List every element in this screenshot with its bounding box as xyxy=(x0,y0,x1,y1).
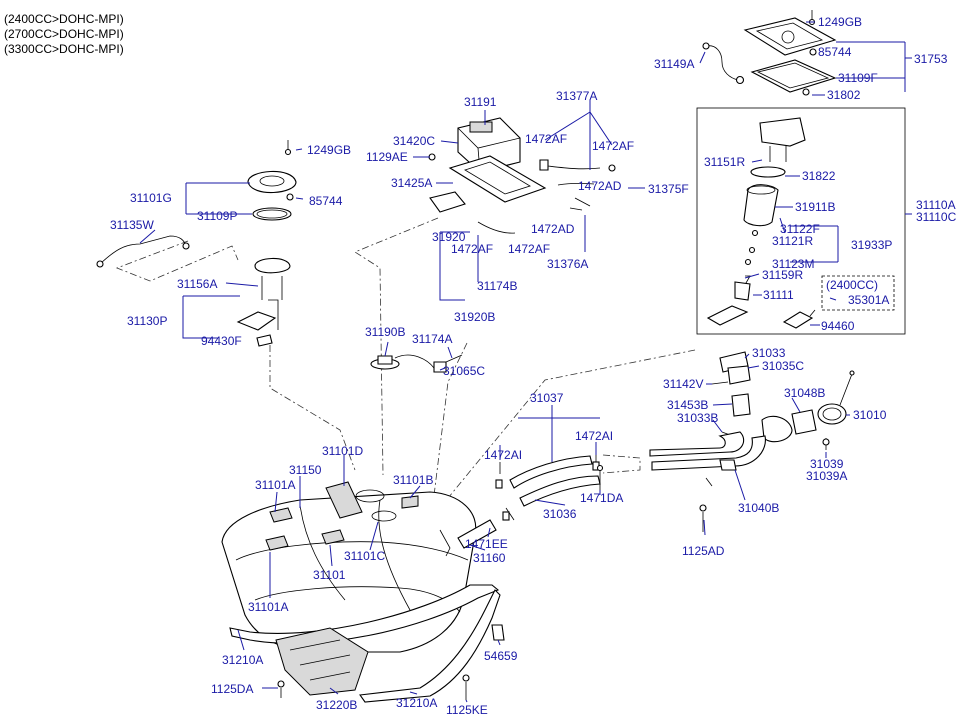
label-1472AI-a: 1472AI xyxy=(484,448,522,462)
label-1472AF-d: 1472AF xyxy=(508,242,550,256)
label-31142V: 31142V xyxy=(663,377,703,391)
vent-valve-group xyxy=(370,354,463,373)
label-31101B: 31101B xyxy=(393,473,433,487)
label-31037: 31037 xyxy=(530,391,564,405)
label-31101D: 31101D xyxy=(322,444,363,458)
label-1249GB-top: 1249GB xyxy=(818,15,862,29)
leader-lines xyxy=(139,21,850,703)
pump-module-frame xyxy=(696,107,906,335)
label-31110C: 31110C xyxy=(916,210,957,224)
label-1472AD-a: 1472AD xyxy=(578,179,622,193)
callout-brackets xyxy=(182,41,912,462)
label-31035C: 31035C xyxy=(762,359,804,373)
label-94460: 94460 xyxy=(821,319,855,333)
label-94430F: 94430F xyxy=(201,334,242,348)
label-1471DA: 1471DA xyxy=(580,491,623,505)
canister-group xyxy=(428,117,616,234)
label-1472AF-b: 1472AF xyxy=(592,139,634,153)
label-31210A-bottom: 31210A xyxy=(396,696,437,710)
label-31376A: 31376A xyxy=(547,257,588,271)
header-line-2: (2700CC>DOHC-MPI) xyxy=(4,27,124,41)
label-31911B: 31911B xyxy=(795,200,835,214)
label-31160: 31160 xyxy=(473,551,506,565)
label-1129AE: 1129AE xyxy=(366,150,408,164)
label-31933P: 31933P xyxy=(851,238,892,252)
label-35301A: 35301A xyxy=(848,293,889,307)
label-31174A: 31174A xyxy=(412,332,452,346)
label-31101A-bottom: 31101A xyxy=(248,600,288,614)
label-85744-top: 85744 xyxy=(818,45,852,59)
label-1125KE: 1125KE xyxy=(446,703,488,717)
callout-labels: 1249GB 85744 31753 31149A 31109F 31802 3… xyxy=(110,15,957,717)
label-31033B: 31033B xyxy=(677,411,718,425)
label-31151R: 31151R xyxy=(704,155,745,169)
engine-variant-header: (2400CC>DOHC-MPI) (2700CC>DOHC-MPI) (330… xyxy=(4,12,124,56)
label-31150: 31150 xyxy=(289,463,322,477)
2400cc-option-box xyxy=(821,275,895,311)
label-31101A-top: 31101A xyxy=(255,478,295,492)
label-31101: 31101 xyxy=(313,568,346,582)
label-31101G: 31101G xyxy=(130,191,172,205)
label-31109P: 31109P xyxy=(197,209,237,223)
label-31174B: 31174B xyxy=(477,279,517,293)
label-31802: 31802 xyxy=(827,88,861,102)
label-1472AF-a: 1472AF xyxy=(525,132,567,146)
tank-straps-group xyxy=(229,584,505,703)
label-1125DA: 1125DA xyxy=(211,682,253,696)
label-31033-top: 31033 xyxy=(752,346,786,360)
pump-module-assembly xyxy=(696,107,906,335)
label-31110A: 31110A xyxy=(916,198,956,212)
filler-neck-group xyxy=(649,351,855,532)
label-31101C: 31101C xyxy=(344,549,385,563)
label-31453B: 31453B xyxy=(667,398,708,412)
label-85744-left: 85744 xyxy=(309,194,343,208)
label-31149A: 31149A xyxy=(654,57,694,71)
label-31040B: 31040B xyxy=(738,501,779,515)
label-31111: 31111 xyxy=(763,288,794,302)
label-31191: 31191 xyxy=(464,95,497,109)
label-31822: 31822 xyxy=(802,169,836,183)
label-31420C: 31420C xyxy=(393,134,435,148)
label-31048B: 31048B xyxy=(784,386,825,400)
label-31920: 31920 xyxy=(432,230,466,244)
filler-hose-group xyxy=(495,455,604,507)
label-31156A: 31156A xyxy=(177,277,217,291)
label-31210A-left: 31210A xyxy=(222,653,263,667)
label-1472AI-b: 1472AI xyxy=(575,429,613,443)
label-1472AD-b: 1472AD xyxy=(531,222,575,236)
label-31121R: 31121R xyxy=(772,234,813,248)
label-54659: 54659 xyxy=(484,649,518,663)
label-31109F: 31109F xyxy=(838,71,878,85)
label-31190B: 31190B xyxy=(365,325,405,339)
label-31039: 31039 xyxy=(810,457,844,471)
label-31920B: 31920B xyxy=(454,310,495,324)
label-31039A: 31039A xyxy=(806,469,847,483)
pump-cover-group xyxy=(702,10,837,96)
label-1125AD: 1125AD xyxy=(682,544,725,558)
header-line-1: (2400CC>DOHC-MPI) xyxy=(4,12,124,26)
label-31036: 31036 xyxy=(543,507,577,521)
label-31065C: 31065C xyxy=(443,364,485,378)
label-31130P: 31130P xyxy=(127,314,167,328)
label-31123M: 31123M xyxy=(772,257,814,271)
label-31159R: 31159R xyxy=(762,268,803,282)
header-line-3: (3300CC>DOHC-MPI) xyxy=(4,42,124,56)
label-31375F: 31375F xyxy=(648,182,689,196)
label-1471EE: 1471EE xyxy=(465,537,508,551)
label-2400CC: (2400CC) xyxy=(826,278,878,292)
label-31220B: 31220B xyxy=(316,698,357,712)
label-31377A: 31377A xyxy=(556,89,597,103)
connection-lines xyxy=(115,217,696,529)
label-31010: 31010 xyxy=(853,408,887,422)
sender-group xyxy=(96,140,297,347)
label-1472AF-c: 1472AF xyxy=(451,242,493,256)
label-31135W: 31135W xyxy=(110,218,154,232)
label-1249GB-left: 1249GB xyxy=(307,143,351,157)
label-31753: 31753 xyxy=(914,52,948,66)
label-31122F: 31122F xyxy=(780,222,820,236)
label-31425A: 31425A xyxy=(391,176,432,190)
